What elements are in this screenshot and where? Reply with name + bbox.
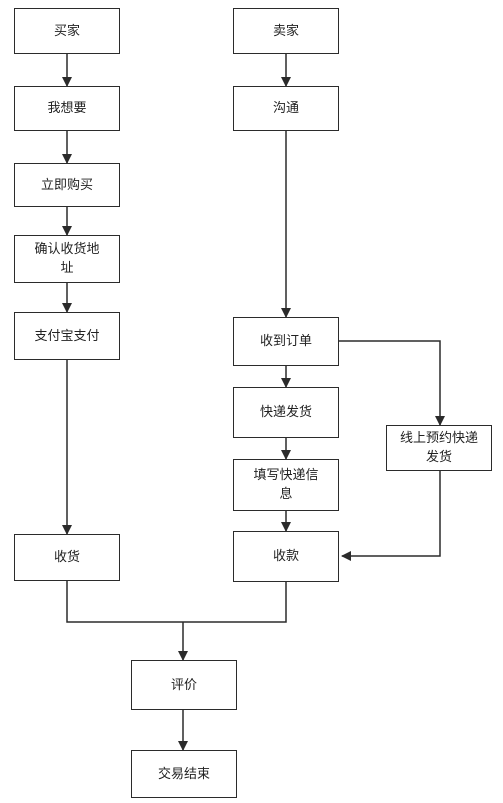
buy-now-node: 立即购买 — [14, 163, 120, 207]
review-node: 评价 — [131, 660, 237, 710]
connector-receive-goods-merge — [66, 581, 287, 623]
receive-order-label: 收到订单 — [259, 334, 312, 349]
alipay-pay-node: 支付宝支付 — [14, 312, 120, 360]
communicate-node: 沟通 — [233, 86, 339, 131]
express-ship-label: 快递发货 — [259, 405, 312, 420]
arrow-online-booking-to-receive-payment — [341, 471, 441, 561]
receive-order-node: 收到订单 — [233, 317, 339, 366]
receive-goods-label: 收货 — [53, 550, 80, 565]
arrow-receive-order-to-online-booking — [339, 340, 445, 426]
receive-payment-node: 收款 — [233, 531, 339, 582]
receive-goods-node: 收货 — [14, 534, 120, 581]
confirm-address-label: 确认收货地址 — [34, 242, 100, 276]
buyer-start-node: 买家 — [14, 8, 120, 54]
review-label: 评价 — [170, 677, 197, 693]
online-booking-ship-label: 线上预约快递发货 — [399, 431, 478, 465]
buy-now-label: 立即购买 — [40, 177, 93, 193]
transaction-end-node: 交易结束 — [131, 750, 237, 798]
want-label: 我想要 — [47, 101, 87, 116]
fill-express-info-label: 填写快递信息 — [253, 468, 319, 502]
fill-express-info-node: 填写快递信息 — [233, 459, 339, 511]
buyer-start-label: 买家 — [53, 23, 80, 39]
express-ship-node: 快递发货 — [233, 387, 339, 438]
communicate-label: 沟通 — [272, 101, 299, 116]
alipay-pay-label: 支付宝支付 — [34, 328, 100, 344]
transaction-end-label: 交易结束 — [157, 766, 210, 782]
seller-start-node: 卖家 — [233, 8, 339, 54]
receive-payment-label: 收款 — [272, 549, 299, 564]
online-booking-ship-node: 线上预约快递发货 — [386, 425, 492, 471]
want-node: 我想要 — [14, 86, 120, 131]
seller-start-label: 卖家 — [272, 23, 299, 39]
confirm-address-node: 确认收货地址 — [14, 235, 120, 283]
